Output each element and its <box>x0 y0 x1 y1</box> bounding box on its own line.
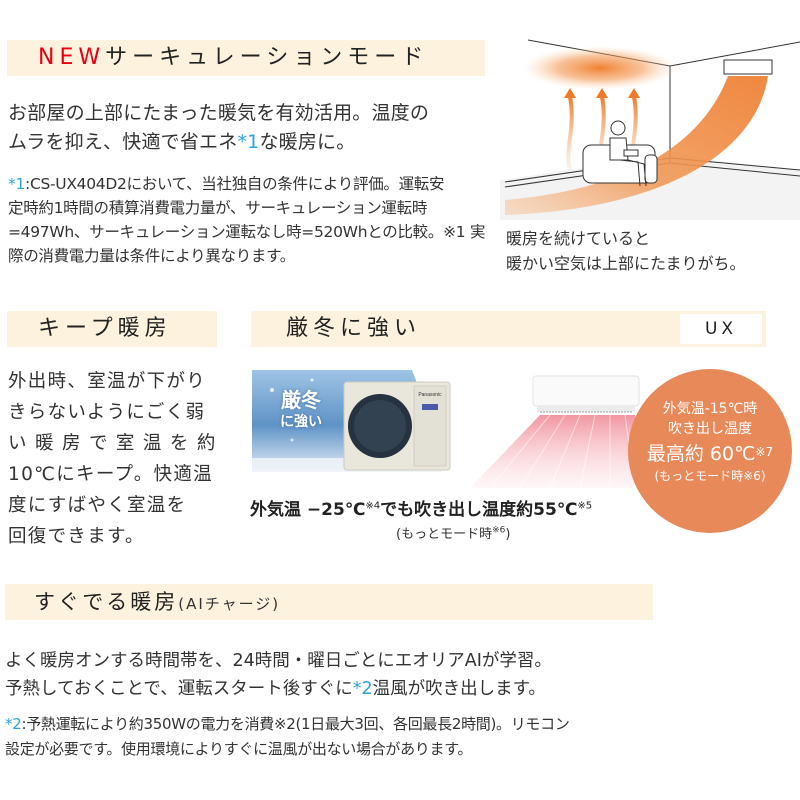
callout-footnote: ※7 <box>755 445 774 459</box>
section1-header <box>7 40 485 76</box>
headline-sub-text: (もっとモード時 <box>396 527 493 542</box>
callout-line3: 最高約 60℃※7 <box>628 439 792 467</box>
section2-body-line: 10℃にキープ。快適温 <box>8 464 213 485</box>
footnote-mark-1: *1 <box>237 131 260 153</box>
section2-body-line: 回復できます。 <box>8 526 145 547</box>
footnote-4: ※4 <box>365 500 381 512</box>
section4-body-line: 予熱しておくことで、運転スタート後すぐに*2温風が吹き出します。 <box>5 675 552 703</box>
caption-line: 暖かい空気は上部にたまりがち。 <box>506 254 746 273</box>
model-badge: UX <box>680 314 762 344</box>
note-line: 際の消費電力量は条件により異なります。 <box>8 247 295 265</box>
section4-body-text: 予熱しておくことで、運転スタート後すぐに <box>5 679 353 699</box>
illustration-caption: 暖房を続けていると 暖かい空気は上部にたまりがち。 <box>506 226 746 276</box>
footnote-mark-2: *2 <box>352 679 373 699</box>
section2-body-line: い 暖 房 で 室 温 を 約 <box>8 433 217 454</box>
section1-title-text: サーキュレーションモード <box>105 45 429 70</box>
footnote-5: ※5 <box>577 500 593 512</box>
section1-body: お部屋の上部にたまった暖気を有効活用。温度の ムラを抑え、快適で省エネ*1な暖房… <box>8 99 429 157</box>
image-label-line2: に強い <box>280 414 322 430</box>
callout-max-temp: 最高約 60℃ <box>646 443 756 465</box>
section2-body-line: 度にすばやく室温を <box>8 495 187 516</box>
image-label: 厳冬 に強い <box>280 388 322 432</box>
outdoor-unit-svg: Panasonic <box>252 370 451 472</box>
headline-part-a: 外気温 −25℃ <box>250 500 366 520</box>
footnote-6: ※6 <box>492 525 506 536</box>
new-label: NEW <box>38 45 106 70</box>
headline-sub-end: ) <box>505 527 511 542</box>
max-temp-callout: 外気温-15℃時 吹き出し温度 最高約 60℃※7 (もっとモード時※6) <box>628 369 792 533</box>
section1-title: NEWサーキュレーションモード <box>38 44 428 72</box>
room-illustration-svg <box>500 30 800 220</box>
outdoor-unit-image: Panasonic 厳冬 に強い <box>252 370 452 476</box>
caption-line: 暖房を続けていると <box>506 229 651 248</box>
section1-body-tail: な暖房に。 <box>259 131 356 153</box>
footnote-mark-1: *1 <box>8 175 26 193</box>
indoor-unit-svg <box>470 375 650 489</box>
callout-line1: 外気温-15℃時 <box>662 401 758 417</box>
footnote-mark-2: *2 <box>5 715 22 733</box>
section2-body-line: 外出時、室温が下がり <box>8 371 207 392</box>
note-line: 定時約1時間の積算消費電力量が、サーキュレーション運転時 <box>8 199 428 217</box>
indoor-unit-image <box>430 370 650 490</box>
model-badge-text: UX <box>704 319 738 339</box>
section4-body-line: よく暖房オンする時間帯を、24時間・曜日ごとにエオリアAIが学習。 <box>5 651 552 671</box>
section4-header <box>5 584 653 620</box>
section4-title-sub: (AIチャージ) <box>178 595 281 613</box>
note-text: :CS-UX404D2において、当社独自の条件により評価。運転安 <box>25 175 445 193</box>
note-line: =497Wh、サーキュレーション運転なし時=520Whとの比較。※1 実 <box>8 223 486 241</box>
room-illustration <box>500 30 800 220</box>
section4-title: すぐでる暖房(AIチャージ) <box>34 588 280 618</box>
section4-note: *2:予熱運転により約350Wの電力を消費※2(1日最大3回、各回最長2時間)。… <box>5 712 570 762</box>
note-line: *2:予熱運転により約350Wの電力を消費※2(1日最大3回、各回最長2時間)。… <box>5 712 570 737</box>
section4-body-tail: 温風が吹き出します。 <box>372 679 546 699</box>
note-line: *1:CS-UX404D2において、当社独自の条件により評価。運転安 <box>8 172 485 196</box>
callout-line4: (もっとモード時※6) <box>654 469 766 483</box>
note-line: 設定が必要です。使用環境によりすぐに温風が出ない場合があります。 <box>5 740 473 758</box>
winter-headline-sub: (もっとモード時※6) <box>396 523 510 542</box>
section4-body: よく暖房オンする時間帯を、24時間・曜日ごとにエオリアAIが学習。 予熱しておく… <box>5 647 552 703</box>
section3-title: 厳冬に強い <box>286 316 422 341</box>
section2-body-line: きらないようにごく弱 <box>8 402 206 423</box>
section4-title-text: すぐでる暖房 <box>34 590 179 614</box>
brand-logo: Panasonic <box>418 392 442 398</box>
section1-body-line: ムラを抑え、快適で省エネ*1な暖房に。 <box>8 128 429 157</box>
section1-note: *1:CS-UX404D2において、当社独自の条件により評価。運転安 定時約1時… <box>8 172 485 268</box>
image-label-line1: 厳冬 <box>281 388 321 412</box>
callout-line2: 吹き出し温度 <box>668 421 752 437</box>
headline-part-b: でも吹き出し温度約55℃ <box>380 500 578 520</box>
section2-body: 外出時、室温が下がり きらないようにごく弱 い 暖 房 で 室 温 を 約 10… <box>8 366 217 552</box>
section1-body-text: ムラを抑え、快適で省エネ <box>8 131 238 153</box>
section2-header <box>7 311 217 347</box>
winter-headline: 外気温 −25℃※4でも吹き出し温度約55℃※5 <box>250 495 592 520</box>
section1-body-line: お部屋の上部にたまった暖気を有効活用。温度の <box>8 102 430 124</box>
note-text: :予熱運転により約350Wの電力を消費※2(1日最大3回、各回最長2時間)。リモ… <box>21 715 570 733</box>
section2-title: キープ暖房 <box>38 316 172 341</box>
